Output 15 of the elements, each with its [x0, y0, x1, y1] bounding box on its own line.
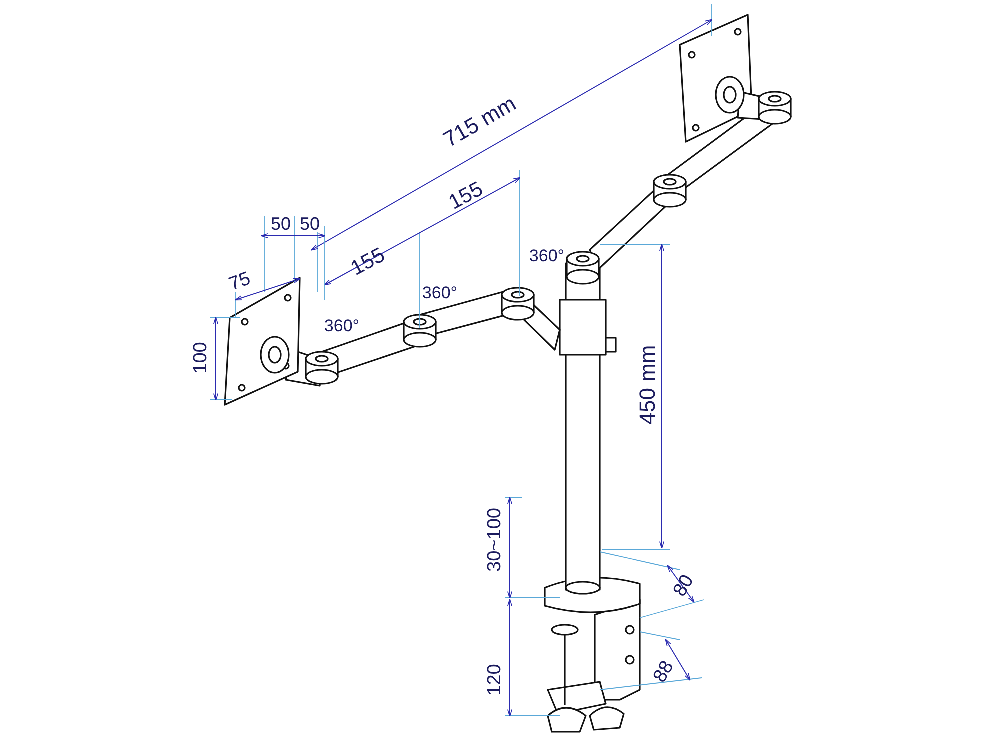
- dimension-label: 88: [650, 658, 678, 686]
- dimension-label: 715 mm: [440, 92, 520, 152]
- dimension-label: 80: [670, 572, 698, 600]
- dimension-label: 120: [486, 664, 504, 696]
- dimension-label: 75: [226, 269, 254, 295]
- dimension-label: 100: [192, 342, 210, 374]
- dimension-label: 30~100: [486, 508, 504, 572]
- dimension-label: 155: [348, 244, 388, 280]
- dimension-label: 450 mm: [637, 345, 659, 425]
- dimension-label: 50: [270, 215, 292, 233]
- dimension-label: 155: [446, 178, 486, 214]
- dimension-label: 50: [300, 215, 320, 233]
- dimension-label: 360°: [529, 248, 565, 264]
- dimension-label: 360°: [324, 318, 360, 334]
- dimension-label: 360°: [422, 284, 458, 302]
